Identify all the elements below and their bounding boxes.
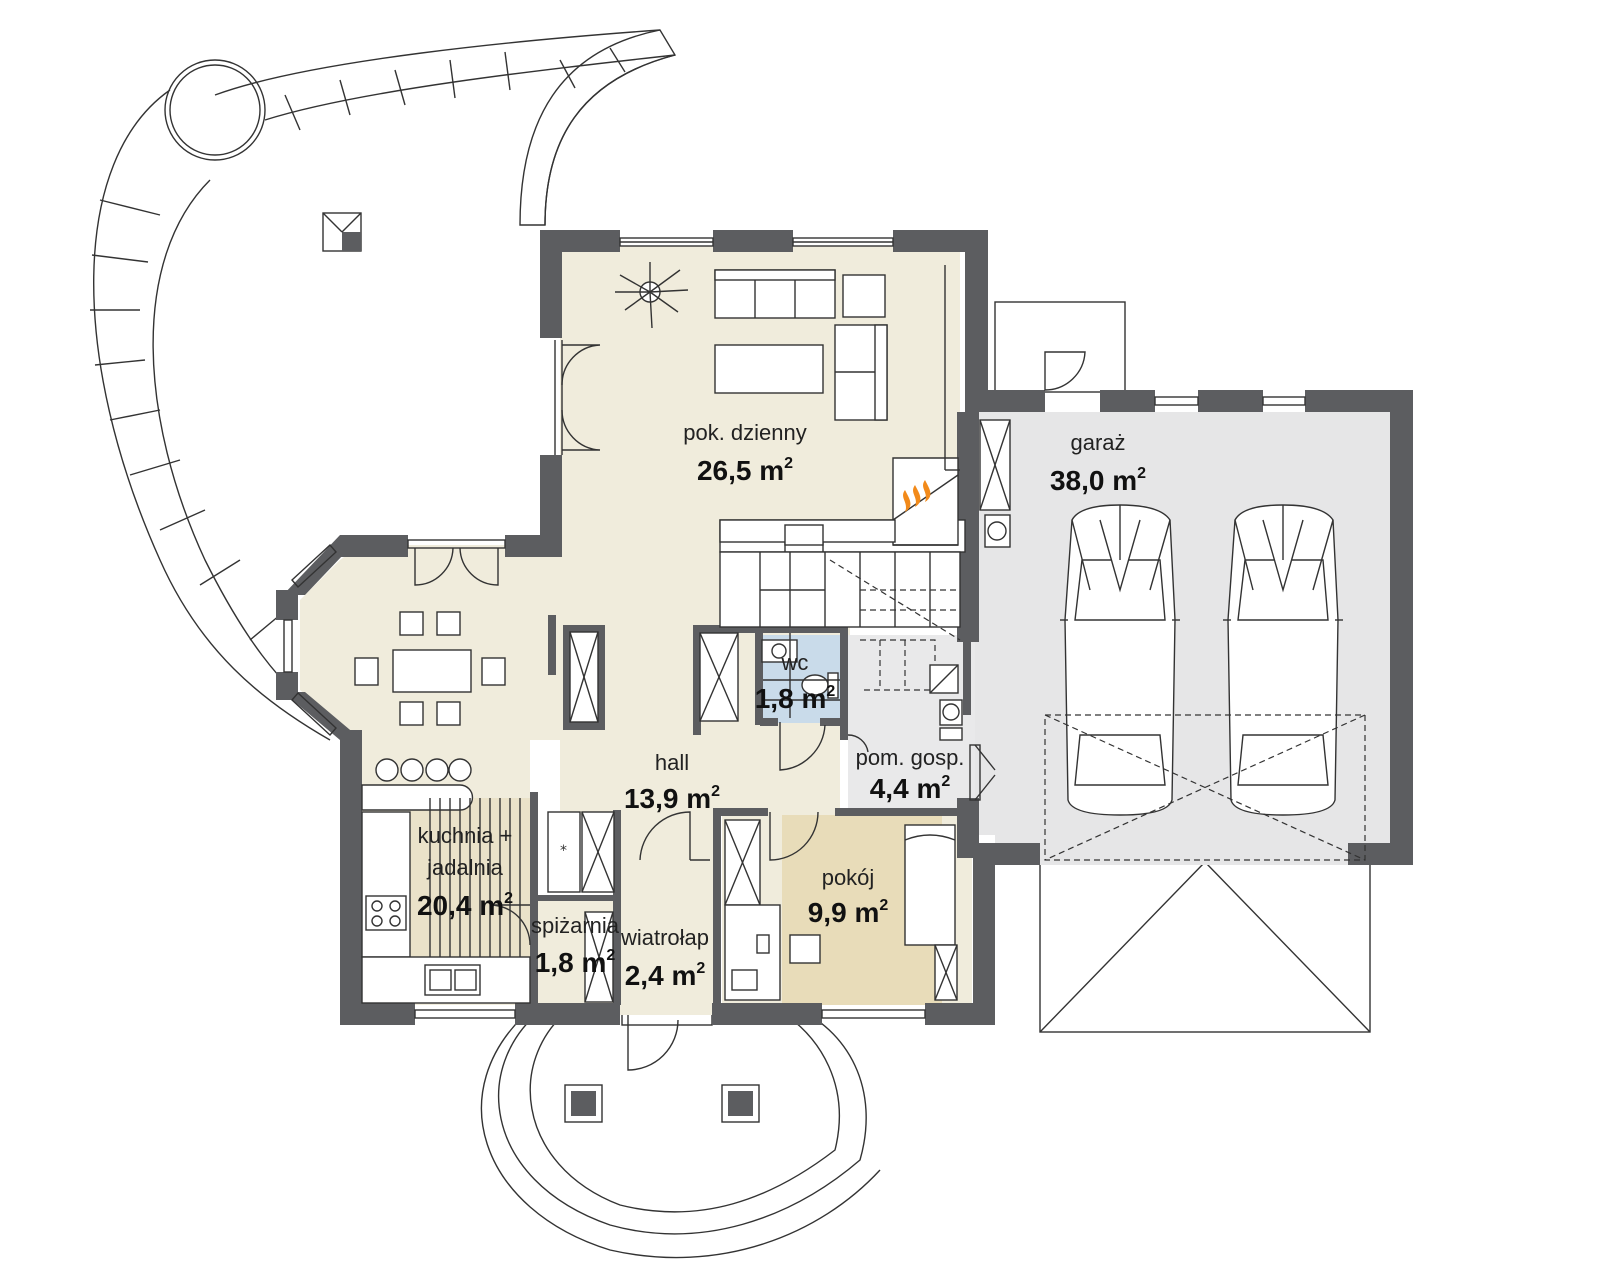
room-area: 4,4 m2 (870, 773, 951, 804)
stairs (719, 265, 966, 691)
room-area-unit-sup: 2 (1137, 465, 1146, 482)
room-area: 1,8 m2 (755, 683, 836, 714)
plant-icon (615, 262, 689, 329)
room-area-value: 26,5 m (697, 455, 784, 486)
room-area: 26,5 m2 (697, 455, 793, 486)
room-label-room: pokój 9,9 m2 (808, 865, 889, 928)
room-area: 2,4 m2 (625, 960, 706, 991)
room-area: 13,9 m2 (624, 783, 720, 814)
room-area-value: 2,4 m (625, 960, 697, 991)
room-label-utility: pom. gosp. 4,4 m2 (856, 745, 965, 804)
stove-icon (365, 895, 407, 931)
car-icon (1060, 504, 1180, 816)
room-area: 1,8 m2 (535, 947, 616, 978)
room-area-unit-sup: 2 (504, 890, 513, 907)
room-name: pom. gosp. (856, 745, 965, 770)
room-label-vestibule: wiatrołap 2,4 m2 (620, 925, 709, 991)
room-name: hall (655, 750, 689, 775)
windows (283, 237, 1306, 1019)
room-area-value: 1,8 m (535, 947, 607, 978)
room-label-wc: wc 1,8 m2 (755, 650, 836, 714)
room-label-living: pok. dzienny 26,5 m2 (683, 420, 807, 486)
room-name: wc (781, 650, 809, 675)
room-area-unit-sup: 2 (606, 947, 615, 964)
room-name: wiatrołap (620, 925, 709, 950)
room-area-value: 9,9 m (808, 897, 880, 928)
room-label-pantry: spiżarnia 1,8 m2 (531, 913, 620, 978)
room-name: pok. dzienny (683, 420, 807, 445)
room-area-unit-sup: 2 (941, 773, 950, 790)
entrance-steps (480, 1004, 881, 1259)
furniture: * (354, 262, 1011, 1004)
car-icon (1223, 504, 1343, 816)
room-area-value: 4,4 m (870, 773, 942, 804)
room-area: 38,0 m2 (1050, 465, 1146, 496)
room-label-kitchen: kuchnia + jadalnia 20,4 m2 (417, 823, 513, 921)
room-area-value: 20,4 m (417, 890, 504, 921)
room-name: garaż (1070, 430, 1125, 455)
room-name: spiżarnia (531, 913, 620, 938)
room-area-unit-sup: 2 (784, 455, 793, 472)
room-area-unit-sup: 2 (879, 897, 888, 914)
room-label-garage: garaż 38,0 m2 (1050, 430, 1146, 496)
room-area: 9,9 m2 (808, 897, 889, 928)
room-name: pokój (822, 865, 875, 890)
room-name-line2: jadalnia (426, 855, 504, 880)
sink-icon (424, 964, 481, 996)
room-area-unit-sup: 2 (826, 683, 835, 700)
doors (414, 340, 1086, 946)
room-area-unit-sup: 2 (711, 783, 720, 800)
room-area-unit-sup: 2 (696, 960, 705, 977)
room-label-hall: hall 13,9 m2 (624, 750, 720, 814)
walls (276, 230, 1413, 1025)
room-area: 20,4 m2 (417, 890, 513, 921)
room-area-value: 13,9 m (624, 783, 711, 814)
room-area-value: 1,8 m (755, 683, 827, 714)
svg-text:*: * (560, 843, 567, 859)
fire-icon (903, 480, 931, 512)
garage-door-swing (1044, 714, 1366, 861)
room-name: kuchnia + (418, 823, 513, 848)
room-area-value: 38,0 m (1050, 465, 1137, 496)
